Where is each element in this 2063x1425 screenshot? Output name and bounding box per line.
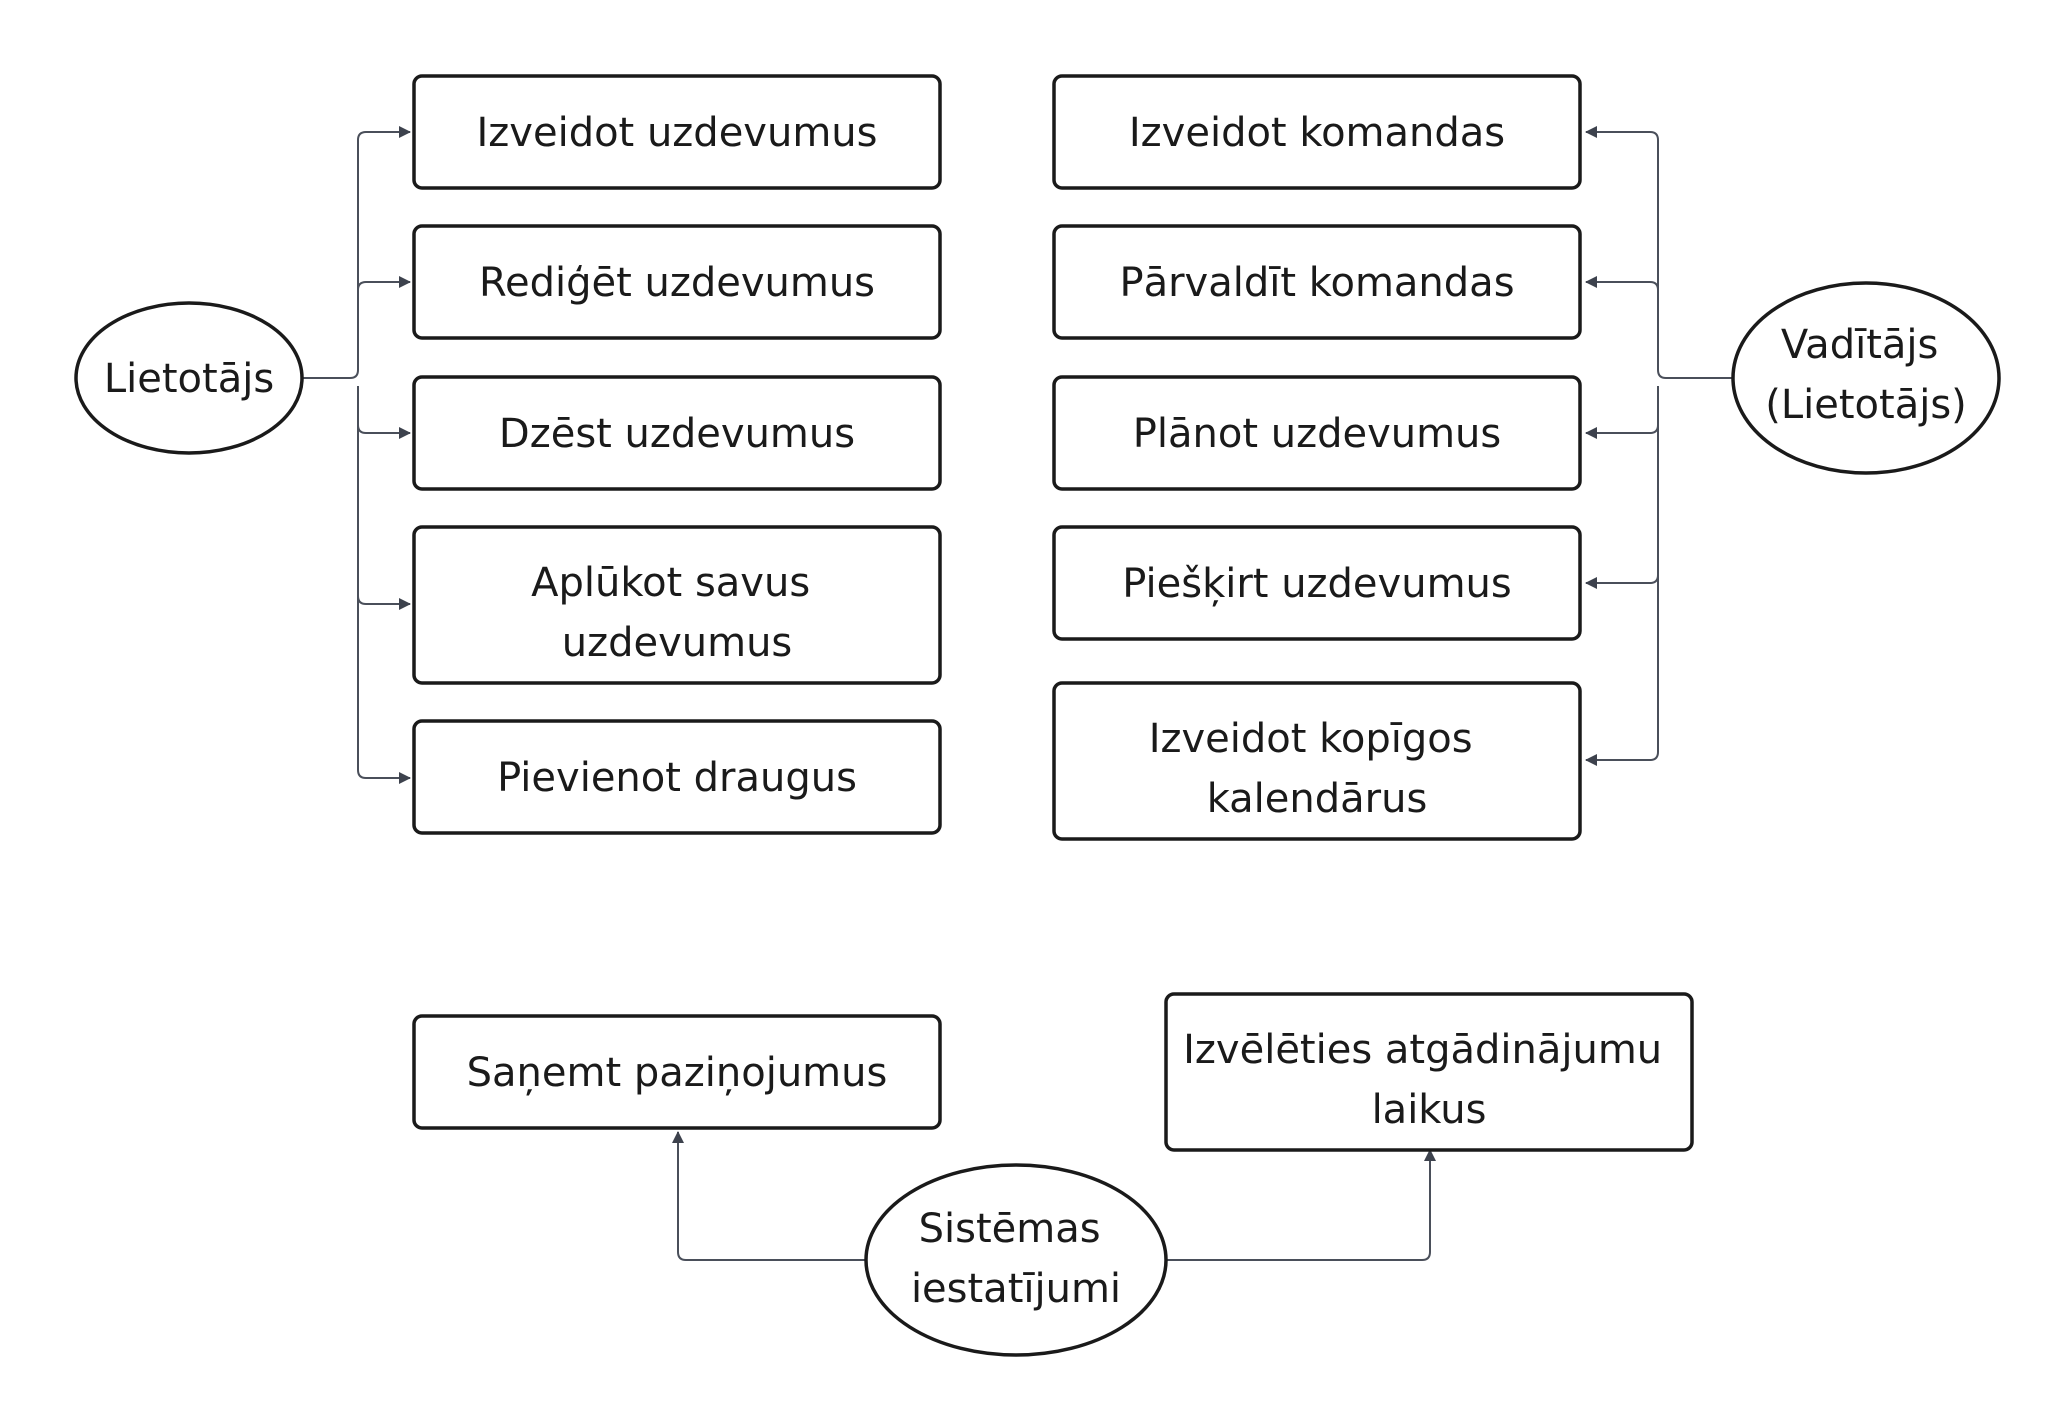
actor-manager: Vadītājs (Lietotājs): [1731, 281, 2001, 475]
svg-text:Dzēst uzdevumus: Dzēst uzdevumus: [499, 411, 855, 457]
system-connectors: [672, 1131, 1436, 1261]
manager-connectors: [1585, 126, 1733, 766]
manager-action-assign-tasks: Piešķirt uzdevumus: [1052, 525, 1582, 641]
user-action-delete-tasks: Dzēst uzdevumus: [412, 375, 942, 491]
actor-system-label: Sistēmas iestatījumi: [911, 1206, 1121, 1312]
user-action-add-friends: Pievienot draugus: [412, 719, 942, 835]
svg-text:Pievienot draugus: Pievienot draugus: [497, 755, 857, 801]
system-action-receive-notifications: Saņemt paziņojumus: [412, 1014, 942, 1130]
system-action-choose-reminder-times: Izvēlēties atgādinājumu laikus: [1164, 992, 1694, 1152]
svg-text:Izveidot komandas: Izveidot komandas: [1129, 110, 1505, 156]
user-connectors: [302, 126, 411, 784]
svg-text:Saņemt paziņojumus: Saņemt paziņojumus: [467, 1050, 888, 1096]
user-action-create-tasks: Izveidot uzdevumus: [412, 74, 942, 190]
svg-text:Izvēlēties atgādinājumu: Izvēlēties atgādinājumu laikus: [1183, 1027, 1675, 1133]
svg-text:Izveidot uzdevumus: Izveidot uzdevumus: [477, 110, 878, 156]
actor-user: Lietotājs: [74, 301, 304, 455]
actor-user-label: Lietotājs: [104, 356, 274, 402]
svg-text:Aplūkot savus uzdevumus: Aplūkot savus uzdevumus: [531, 560, 823, 666]
manager-action-create-teams: Izveidot komandas: [1052, 74, 1582, 190]
actor-manager-label: Vadītājs (Lietotājs): [1765, 322, 1967, 428]
actor-system: Sistēmas iestatījumi: [864, 1163, 1168, 1357]
manager-action-manage-teams: Pārvaldīt komandas: [1052, 224, 1582, 340]
user-action-edit-tasks: Rediģēt uzdevumus: [412, 224, 942, 340]
svg-text:Rediģēt uzdevumus: Rediģēt uzdevumus: [479, 260, 875, 306]
svg-text:Piešķirt uzdevumus: Piešķirt uzdevumus: [1122, 561, 1511, 607]
svg-text:Izveidot kopīgos kalendā: Izveidot kopīgos kalendārus: [1149, 716, 1486, 822]
svg-text:Plānot uzdevumus: Plānot uzdevumus: [1133, 411, 1502, 457]
svg-text:Pārvaldīt komandas: Pārvaldīt komandas: [1119, 260, 1514, 306]
manager-action-plan-tasks: Plānot uzdevumus: [1052, 375, 1582, 491]
user-action-view-own-tasks: Aplūkot savus uzdevumus: [412, 525, 942, 685]
manager-action-create-shared-calendars: Izveidot kopīgos kalendārus: [1052, 681, 1582, 841]
